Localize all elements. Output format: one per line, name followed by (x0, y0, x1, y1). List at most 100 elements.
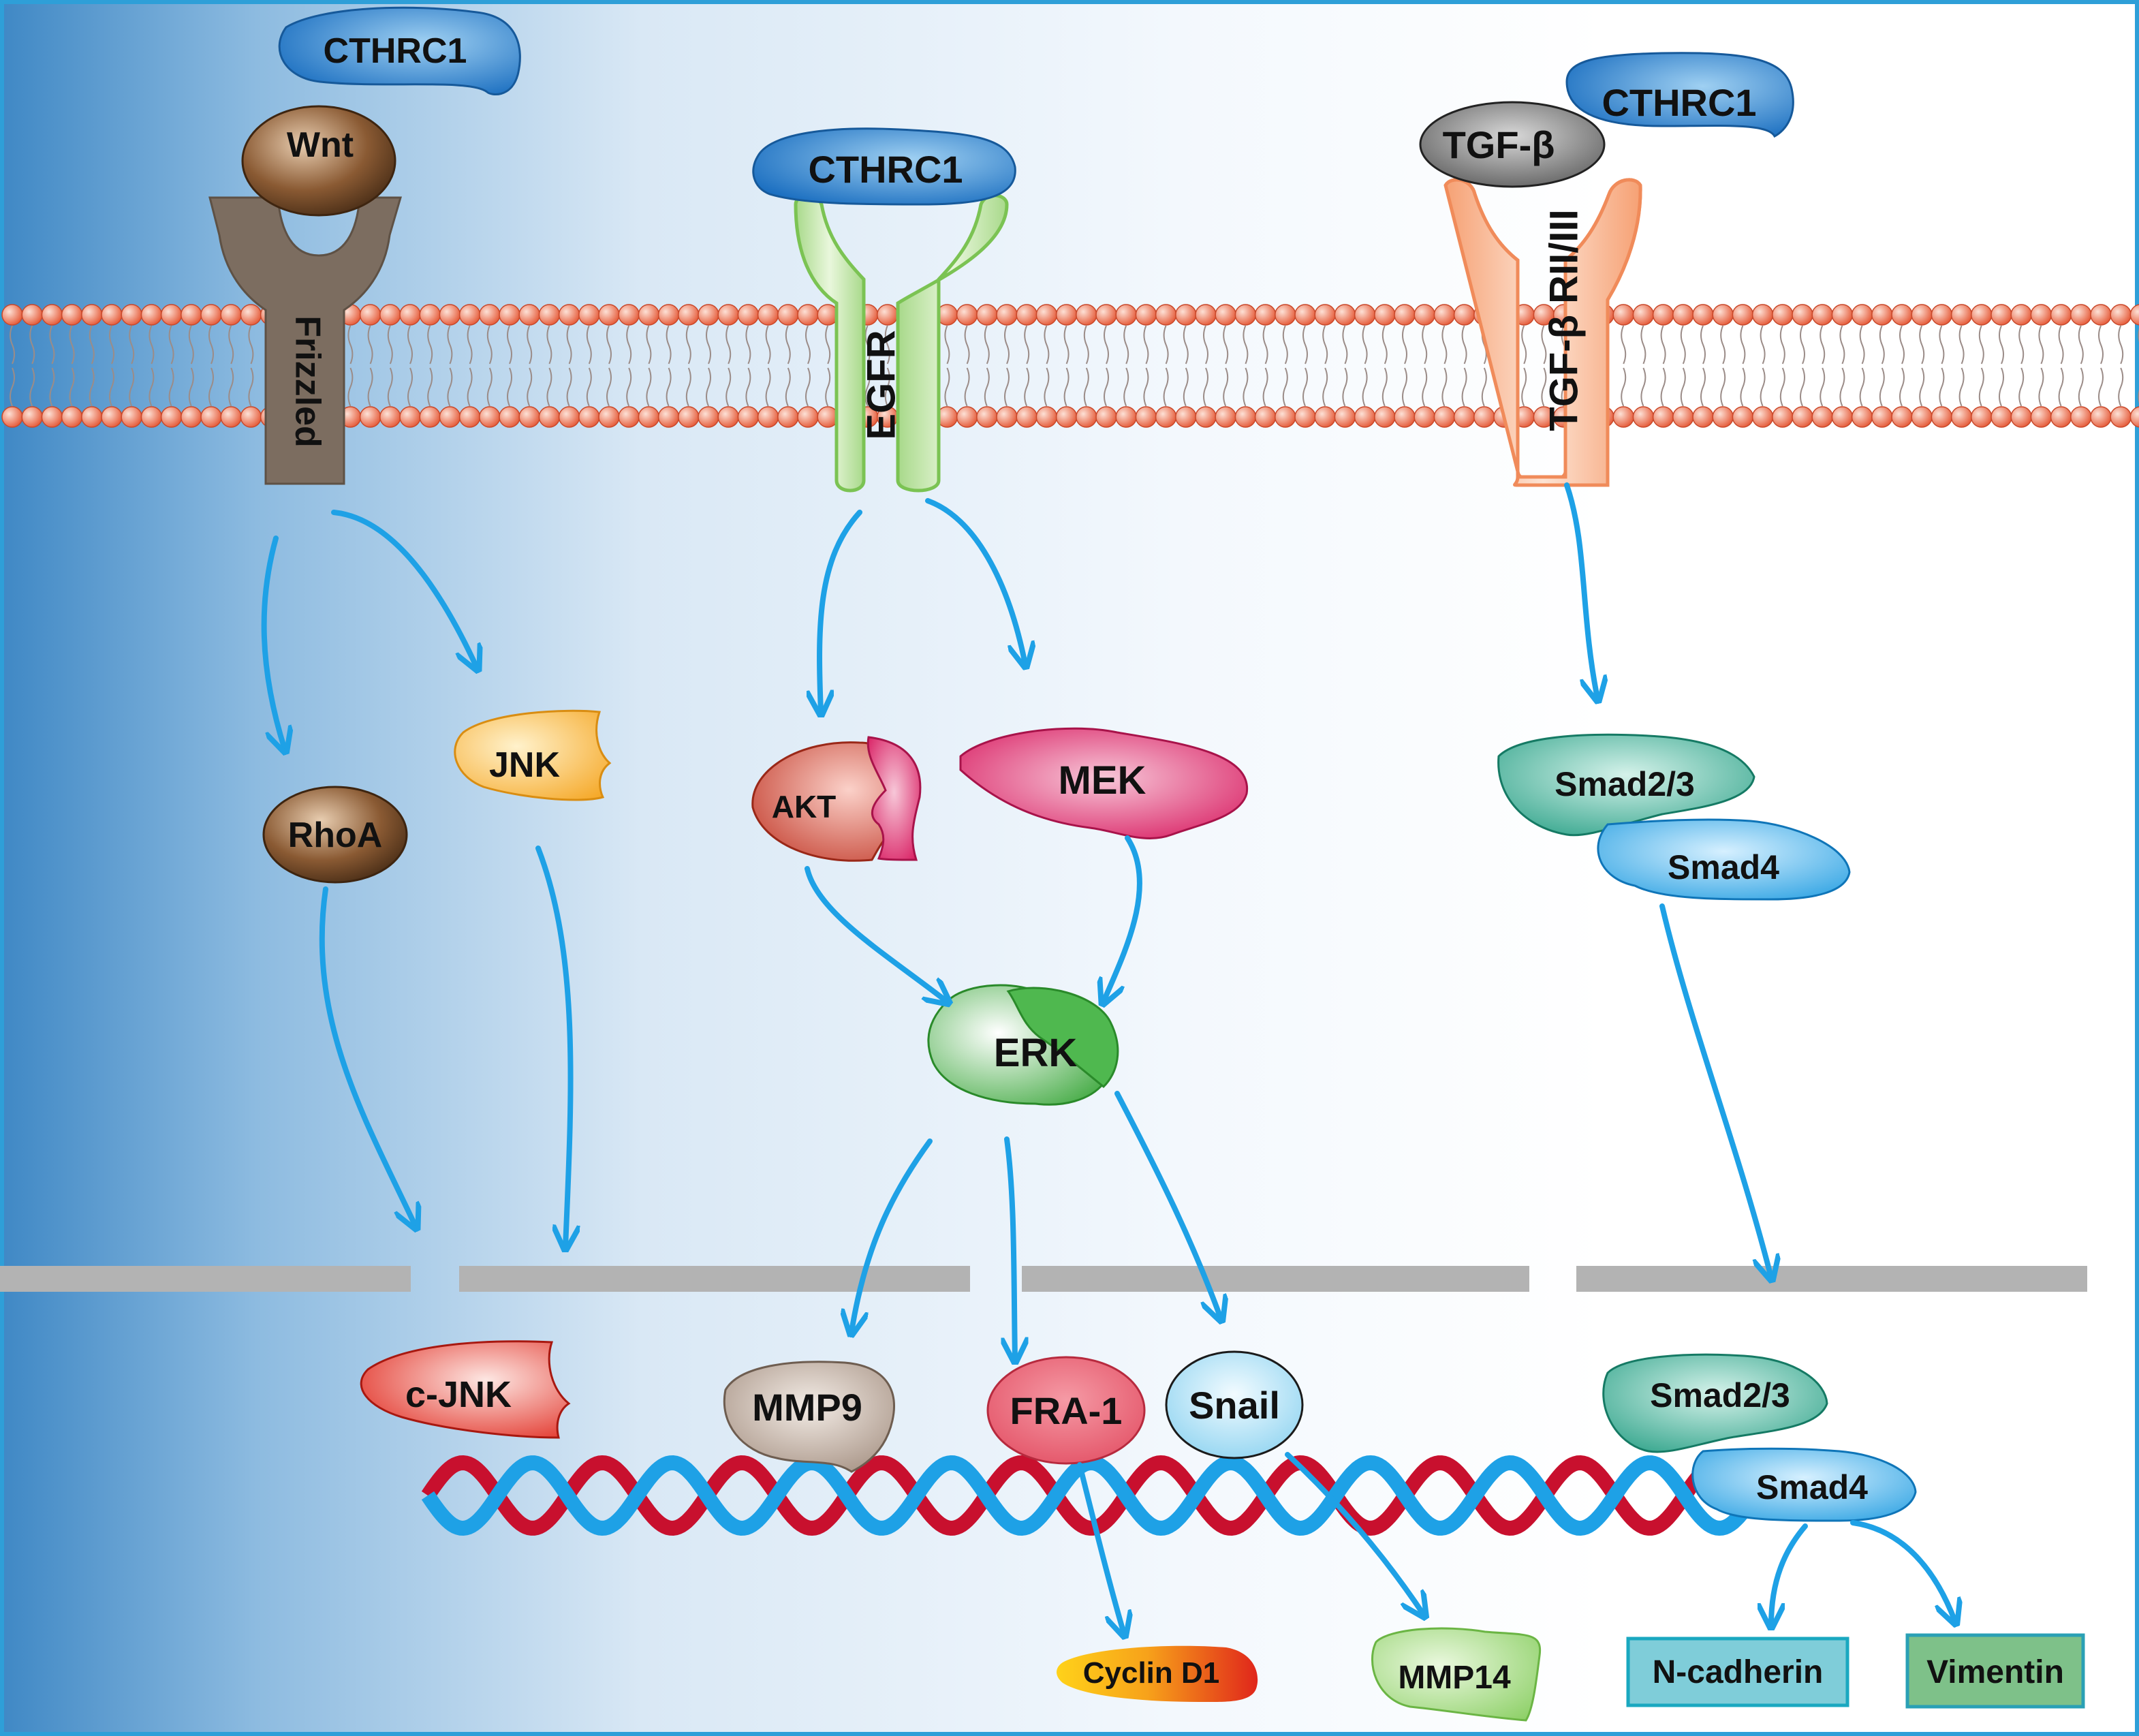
smad23-cytoplasm-label: Smad2/3 (1555, 765, 1695, 803)
membrane-lipid-head (638, 304, 660, 326)
mmp14-product: MMP14 (1371, 1627, 1542, 1722)
membrane-lipid-head (81, 406, 103, 428)
smad4-cytoplasm: Smad4 (1597, 818, 1851, 901)
membrane-lipid-head (499, 406, 520, 428)
membrane-lipid-head (1732, 406, 1754, 428)
membrane-lipid-head (1055, 406, 1078, 428)
arrow-frizzled-rhoa (261, 536, 285, 749)
membrane-lipid-head (956, 304, 978, 326)
membrane-lipid-head (2110, 406, 2132, 428)
tgfb-receptor-label: TGF-β RII/III (1542, 209, 1586, 431)
cthrc1-ligand-left: CTHRC1 (278, 6, 521, 96)
membrane-lipid-head (1751, 406, 1774, 428)
cyclin-d1-label: Cyclin D1 (1083, 1656, 1220, 1690)
membrane-lipid-head (1732, 304, 1754, 326)
cthrc1-ligand-mid: CTHRC1 (752, 127, 1016, 206)
membrane-lipid-head (1095, 406, 1117, 428)
membrane-lipid-head (1055, 304, 1078, 326)
membrane-lipid-head (1612, 304, 1634, 326)
membrane-lipid-head (1314, 304, 1336, 326)
membrane-lipid-head (777, 304, 799, 326)
membrane-lipid-head (458, 304, 481, 326)
membrane-lipid-head (1871, 406, 1893, 428)
membrane-lipid-head (160, 406, 183, 428)
membrane-lipid-head (140, 406, 163, 428)
membrane-lipid-head (598, 406, 620, 428)
membrane-lipid-head (101, 304, 123, 326)
membrane-lipid-head (1931, 304, 1953, 326)
membrane-lipid-head (1175, 304, 1197, 326)
smad4-nucleus-label: Smad4 (1756, 1468, 1868, 1506)
arrow-tgfbr-smad (1564, 482, 1597, 698)
membrane-lipid-head (1792, 304, 1813, 326)
cthrc1-ligand-right: CTHRC1 (1565, 52, 1794, 138)
membrane-lipid-head (1254, 304, 1277, 326)
membrane-lipid-head (1374, 304, 1396, 326)
membrane-lipid-head (181, 406, 202, 428)
cthrc1-left-label: CTHRC1 (324, 31, 467, 71)
membrane-lipid-head (1016, 304, 1037, 326)
arrow-egfr-akt (819, 510, 862, 712)
membrane-lipid-head (200, 406, 222, 428)
membrane-lipid-head (1772, 406, 1794, 428)
signaling-arrows (261, 482, 1955, 1634)
snail-label: Snail (1189, 1384, 1280, 1427)
n-cadherin-label: N-cadherin (1653, 1654, 1824, 1690)
dna-strand-red (421, 1455, 1750, 1536)
mmp9-protein: MMP9 (723, 1361, 895, 1473)
membrane-lipid-head (479, 406, 501, 428)
membrane-lipid-head (1950, 304, 1973, 326)
membrane-lipid-head (61, 406, 83, 428)
membrane-lipid-head (1135, 406, 1157, 428)
membrane-lipid-head (1712, 406, 1734, 428)
arrow-erk-fra1 (1007, 1136, 1015, 1359)
membrane-lipid-head (399, 304, 421, 326)
membrane-lipid-head (121, 304, 142, 326)
cyclin-d1-product: Cyclin D1 (1057, 1645, 1258, 1703)
cthrc1-right-label: CTHRC1 (1602, 81, 1756, 124)
arrow-fra1-cyclin (1077, 1462, 1124, 1634)
arrow-rhoa-cjnk (319, 886, 416, 1226)
membrane-lipid-head (1195, 406, 1217, 428)
membrane-lipid-head (1792, 406, 1813, 428)
membrane-lipid-head (518, 304, 540, 326)
membrane-lipid-head (1453, 304, 1476, 326)
vimentin-label: Vimentin (1926, 1654, 2064, 1690)
membrane-lipid-head (1195, 304, 1217, 326)
membrane-lipid-head (61, 304, 83, 326)
tgfb-ligand: TGF-β (1419, 101, 1606, 188)
mmp9-label: MMP9 (752, 1386, 862, 1429)
membrane-lipid-head (21, 406, 43, 428)
membrane-lipid-head (578, 406, 600, 428)
membrane-lipid-head (1035, 406, 1058, 428)
membrane-lipid-head (499, 304, 520, 326)
membrane-lipid-head (1950, 406, 1973, 428)
membrane-lipid-head (558, 304, 580, 326)
membrane-lipid-head (1990, 406, 2012, 428)
membrane-lipid-head (757, 406, 779, 428)
membrane-lipid-head (698, 406, 719, 428)
membrane-lipid-head (1851, 304, 1873, 326)
n-cadherin-product: N-cadherin (1626, 1637, 1849, 1707)
membrane-lipid-head (618, 304, 640, 326)
arrow-akt-erk (805, 866, 947, 1002)
membrane-lipid-head (81, 304, 103, 326)
membrane-lipid-head (1871, 304, 1893, 326)
membrane-lipid-head (1652, 304, 1674, 326)
membrane-lipid-head (1612, 406, 1634, 428)
arrow-jnk-cjnk (535, 846, 571, 1247)
membrane-lipid-head (518, 406, 540, 428)
membrane-lipid-head (1095, 304, 1117, 326)
membrane-lipid-head (1433, 406, 1456, 428)
membrane-lipid-head (1772, 304, 1794, 326)
membrane-lipid-head (538, 304, 561, 326)
membrane-lipid-head (2070, 304, 2092, 326)
membrane-lipid-head (1294, 406, 1316, 428)
fra1-label: FRA-1 (1010, 1389, 1123, 1432)
akt-protein: AKT (751, 736, 922, 862)
egfr-receptor: EGFR (794, 193, 1009, 493)
membrane-lipid-head (558, 406, 580, 428)
membrane-lipid-head (1076, 406, 1097, 428)
membrane-lipid-head (2010, 406, 2032, 428)
